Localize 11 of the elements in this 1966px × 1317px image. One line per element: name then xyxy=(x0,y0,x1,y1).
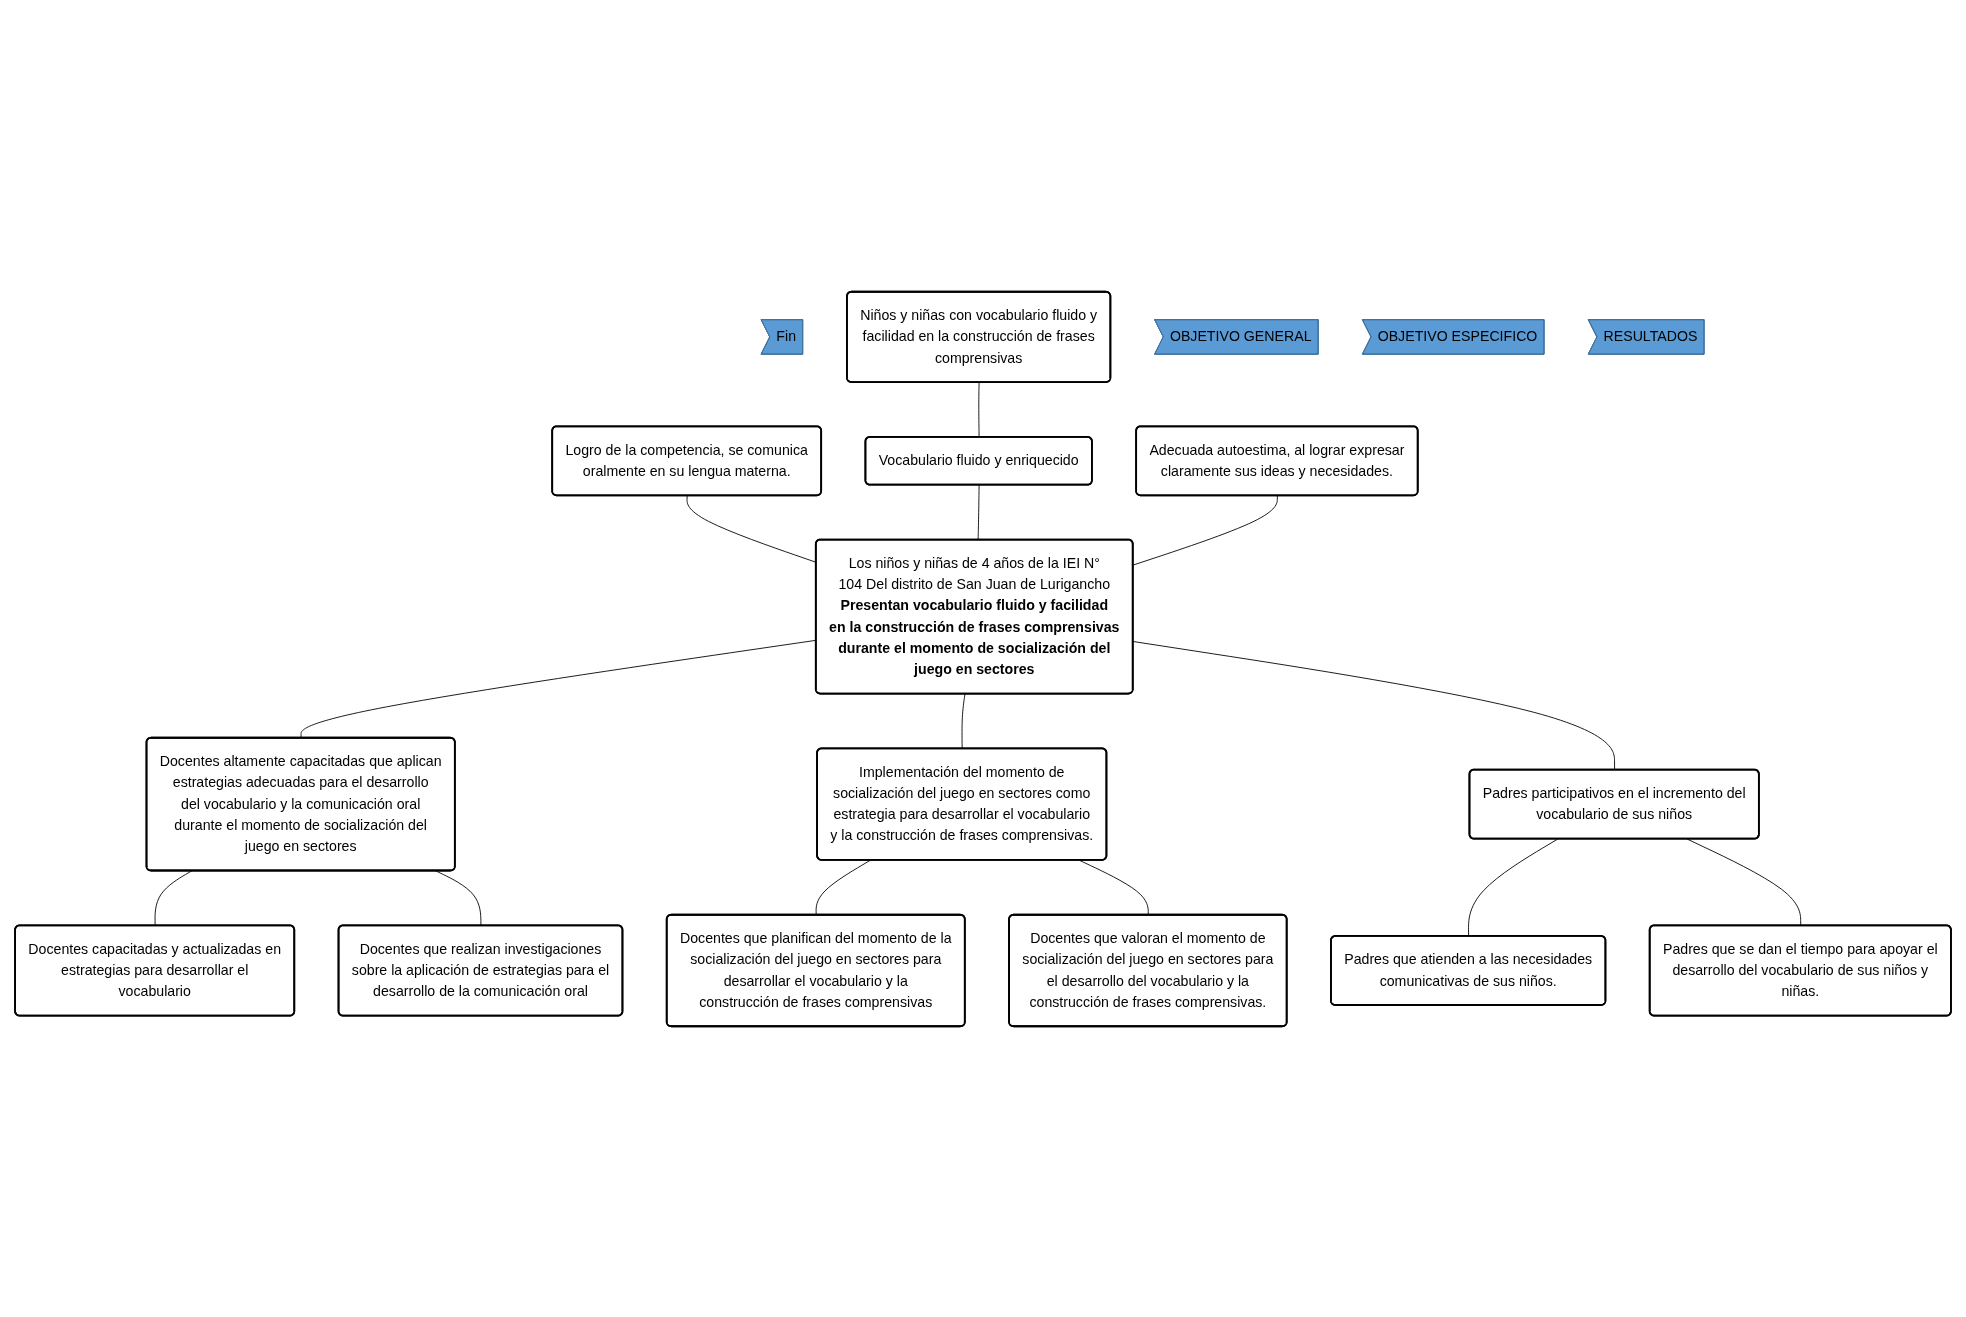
connector xyxy=(1132,494,1278,565)
connector xyxy=(154,870,193,926)
connector xyxy=(1686,838,1802,926)
connector xyxy=(1132,640,1616,770)
connector xyxy=(435,870,482,926)
connector xyxy=(977,484,980,540)
connector xyxy=(815,859,871,916)
connector xyxy=(1468,838,1559,937)
connector xyxy=(961,693,966,749)
connector xyxy=(978,381,980,438)
connector xyxy=(1079,859,1149,916)
